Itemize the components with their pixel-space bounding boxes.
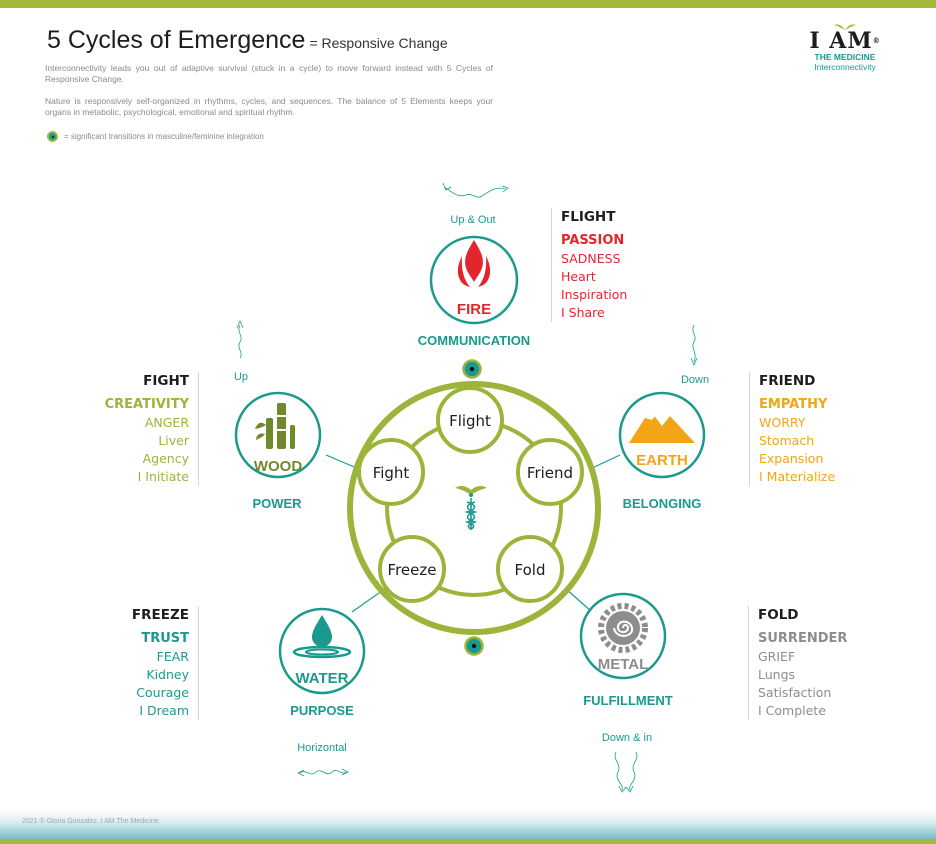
bamboo-icon (255, 403, 295, 449)
down-in-arrows-icon (614, 751, 638, 793)
panel-fight-heading: FIGHT (143, 373, 189, 389)
up-out-arrows-icon (442, 182, 509, 198)
metal-direction: Down & in (602, 732, 652, 744)
panel-freeze-heading: FREEZE (131, 607, 189, 623)
panel-fold-line-3: Lungs (758, 667, 796, 682)
fire-direction: Up & Out (450, 214, 495, 226)
water-direction: Horizontal (297, 742, 347, 754)
water-label: WATER (295, 670, 348, 687)
panel-fold-line-1: SURRENDER (758, 631, 848, 646)
node-fold-label: Fold (515, 561, 546, 579)
node-flight-label: Flight (449, 412, 491, 430)
panel-fight-line-1: CREATIVITY (104, 397, 189, 412)
metal-quality: FULFILLMENT (583, 693, 673, 708)
transition-dot-top (462, 359, 482, 379)
panel-fight: FIGHT CREATIVITY ANGER Liver Agency I In… (105, 372, 199, 486)
wood-quality: POWER (252, 496, 302, 511)
node-friend: Friend (516, 438, 584, 506)
panel-fold-line-4: Satisfaction (758, 685, 832, 700)
element-metal: METAL (579, 592, 667, 680)
metal-label: METAL (598, 656, 649, 673)
connector-metal (564, 587, 593, 613)
element-water: WATER (278, 607, 366, 695)
panel-fold-heading: FOLD (758, 607, 799, 623)
panel-freeze-line-2: FEAR (156, 649, 189, 664)
bottom-accent-line (0, 839, 936, 844)
earth-label: EARTH (636, 452, 688, 469)
panel-fold: FOLD SURRENDER GRIEF Lungs Satisfaction … (748, 606, 847, 720)
panel-flight-line-2: SADNESS (561, 251, 621, 266)
panel-flight-line-1: PASSION (561, 233, 625, 248)
copyright-footer: 2021 ® Gloria Gonzalez. I AM The Medicin… (22, 818, 161, 825)
fire-label: FIRE (457, 301, 491, 318)
node-fold: Fold (496, 535, 564, 603)
node-freeze: Freeze (378, 535, 446, 603)
panel-flight-heading: FLIGHT (561, 209, 616, 225)
bottom-gradient-bar (0, 810, 936, 844)
panel-freeze-line-1: TRUST (141, 631, 189, 646)
panel-fold-line-2: GRIEF (758, 649, 796, 664)
panel-friend: FRIEND EMPATHY WORRY Stomach Expansion I… (749, 372, 835, 486)
gear-spiral-icon (598, 603, 648, 653)
outer-cycle-ring (347, 381, 601, 635)
panel-freeze-line-3: Kidney (146, 667, 189, 682)
panel-friend-line-2: WORRY (759, 415, 806, 430)
water-drop-icon (292, 615, 352, 659)
earth-quality: BELONGING (623, 496, 702, 511)
down-arrows-icon (690, 324, 698, 367)
description-1: Interconnectivity leads you out of adapt… (45, 63, 493, 84)
transition-dot-bottom (464, 636, 484, 656)
fire-quality: COMMUNICATION (418, 333, 530, 348)
caduceus-icon (455, 486, 487, 530)
element-earth: EARTH (618, 391, 706, 479)
panel-flight-line-4: Inspiration (561, 287, 628, 302)
connector-wood (325, 454, 360, 470)
element-wood: WOOD (234, 391, 322, 479)
panel-flight-line-3: Heart (561, 269, 596, 284)
panel-friend-line-3: Stomach (759, 433, 815, 448)
mountain-icon (629, 410, 695, 443)
panel-fight-line-4: Agency (142, 451, 189, 466)
panel-flight: FLIGHT PASSION SADNESS Heart Inspiration… (551, 208, 627, 322)
panel-fight-line-3: Liver (158, 433, 189, 448)
node-fight: Fight (357, 438, 425, 506)
transition-dot-icon (47, 131, 58, 142)
panel-fight-line-5: I Initiate (137, 469, 189, 484)
connector-earth (589, 454, 621, 470)
wood-direction: Up (234, 371, 248, 383)
element-fire: FIRE (429, 235, 519, 325)
panel-friend-line-1: EMPATHY (759, 397, 828, 412)
page-title: 5 Cycles of Emergence= Responsive Change (47, 26, 448, 54)
page-subtitle: = Responsive Change (309, 35, 448, 51)
logo-line-1: THE MEDICINE (814, 52, 876, 62)
logo-line-2: Interconnectivity (814, 62, 876, 72)
legend-text: = significant transitions in masculine/f… (64, 132, 264, 141)
node-fight-label: Fight (373, 464, 410, 482)
panel-friend-line-4: Expansion (759, 451, 824, 466)
horizontal-arrows-icon (297, 768, 349, 777)
panel-flight-line-5: I Share (561, 305, 605, 320)
panel-freeze-line-4: Courage (136, 685, 189, 700)
logo-wordmark: I AM® (809, 28, 881, 54)
flame-icon (457, 240, 491, 287)
panel-fold-line-5: I Complete (758, 703, 826, 718)
node-friend-label: Friend (527, 464, 573, 482)
wings-icon (834, 24, 856, 30)
description-2: Nature is responsively self-organized in… (45, 96, 493, 117)
panel-freeze: FREEZE TRUST FEAR Kidney Courage I Dream (132, 606, 199, 720)
wood-label: WOOD (254, 458, 302, 475)
node-freeze-label: Freeze (388, 561, 437, 579)
up-arrows-icon (236, 319, 244, 359)
panel-freeze-line-5: I Dream (139, 703, 189, 718)
panel-fight-line-2: ANGER (144, 415, 189, 430)
legend: = significant transitions in masculine/f… (47, 131, 264, 142)
top-accent-bar (0, 0, 936, 8)
brand-logo: I AM® THE MEDICINE Interconnectivity (800, 22, 890, 73)
earth-direction: Down (681, 374, 709, 386)
panel-friend-line-5: I Materialize (759, 469, 836, 484)
water-quality: PURPOSE (290, 703, 354, 718)
node-flight: Flight (436, 386, 504, 454)
panel-friend-heading: FRIEND (759, 373, 816, 389)
